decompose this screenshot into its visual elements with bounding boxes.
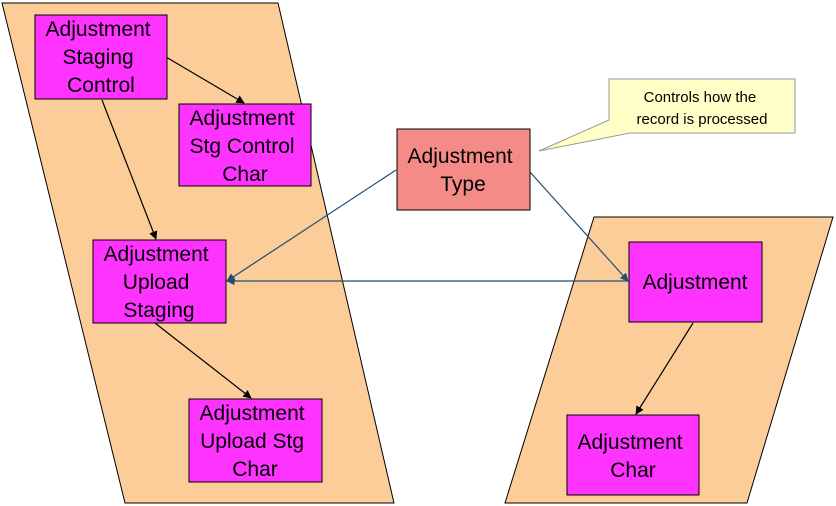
entity-label-line: Char — [610, 459, 656, 482]
arrow-staging-control-to-upload-staging — [101, 99, 158, 240]
entity-adjustment[interactable]: Adjustment — [628, 241, 763, 323]
entity-upload-stg-char[interactable]: Adjustment Upload Stg Char — [188, 398, 323, 483]
entity-adjustment-char[interactable]: Adjustment Char — [566, 414, 700, 496]
callout: Controls how the record is processed — [538, 78, 796, 152]
entity-label-line: Adjustment — [46, 18, 151, 41]
entity-label-line: Adjustment — [200, 402, 305, 425]
arrow-adjustment-to-adjustment-char — [635, 322, 694, 415]
entity-label-line: Type — [440, 173, 486, 196]
entity-label: Adjustment — [642, 271, 747, 294]
entity-stg-control-char[interactable]: Adjustment Stg Control Char — [178, 103, 312, 187]
entity-adjustment-type[interactable]: Adjustment Type — [396, 128, 531, 211]
entity-upload-staging[interactable]: Adjustment Upload Staging — [92, 239, 227, 324]
entity-label: Adjustment Stg Control Char — [190, 107, 301, 186]
entity-label-line: Upload Stg — [200, 430, 304, 453]
entity-box — [92, 239, 227, 324]
entity-label-line: Staging — [123, 299, 194, 322]
entity-box — [34, 14, 168, 100]
entity-label-line: Control — [67, 74, 135, 97]
arrow-staging-control-to-stg-control-char — [165, 56, 245, 104]
entity-label-line: Char — [232, 458, 278, 481]
arrow-type-to-adjustment — [529, 171, 629, 282]
entity-box — [628, 241, 763, 323]
callout-line: Controls how the — [644, 89, 757, 106]
arrow-upload-staging-to-upload-stg-char — [154, 322, 252, 399]
entity-staging-control[interactable]: Adjustment Staging Control — [34, 14, 168, 100]
callout-bubble — [538, 78, 796, 152]
entity-label-line: Char — [222, 163, 268, 186]
entity-label: Adjustment Upload Staging — [104, 243, 215, 322]
entity-label: Adjustment Staging Control — [46, 18, 157, 97]
entity-label: Adjustment Char — [578, 431, 689, 482]
entity-label-line: Adjustment — [190, 107, 295, 130]
entity-label-line: Adjustment — [408, 145, 513, 168]
entity-label: Adjustment Upload Stg Char — [200, 402, 311, 481]
entity-label-line: Upload — [123, 271, 190, 294]
callout-text: Controls how the record is processed — [637, 89, 768, 128]
entity-box — [178, 103, 312, 187]
entity-box — [188, 398, 323, 483]
arrow-type-to-upload-staging — [226, 169, 397, 282]
entity-label-line: Adjustment — [642, 271, 747, 294]
entity-box — [566, 414, 700, 496]
entity-box — [396, 128, 531, 211]
callout-line: record is processed — [637, 111, 768, 128]
entity-label-line: Staging — [62, 46, 133, 69]
entity-label: Adjustment Type — [408, 145, 519, 196]
entity-label-line: Adjustment — [104, 243, 209, 266]
entity-label-line: Stg Control — [190, 135, 295, 158]
entity-label-line: Adjustment — [578, 431, 683, 454]
